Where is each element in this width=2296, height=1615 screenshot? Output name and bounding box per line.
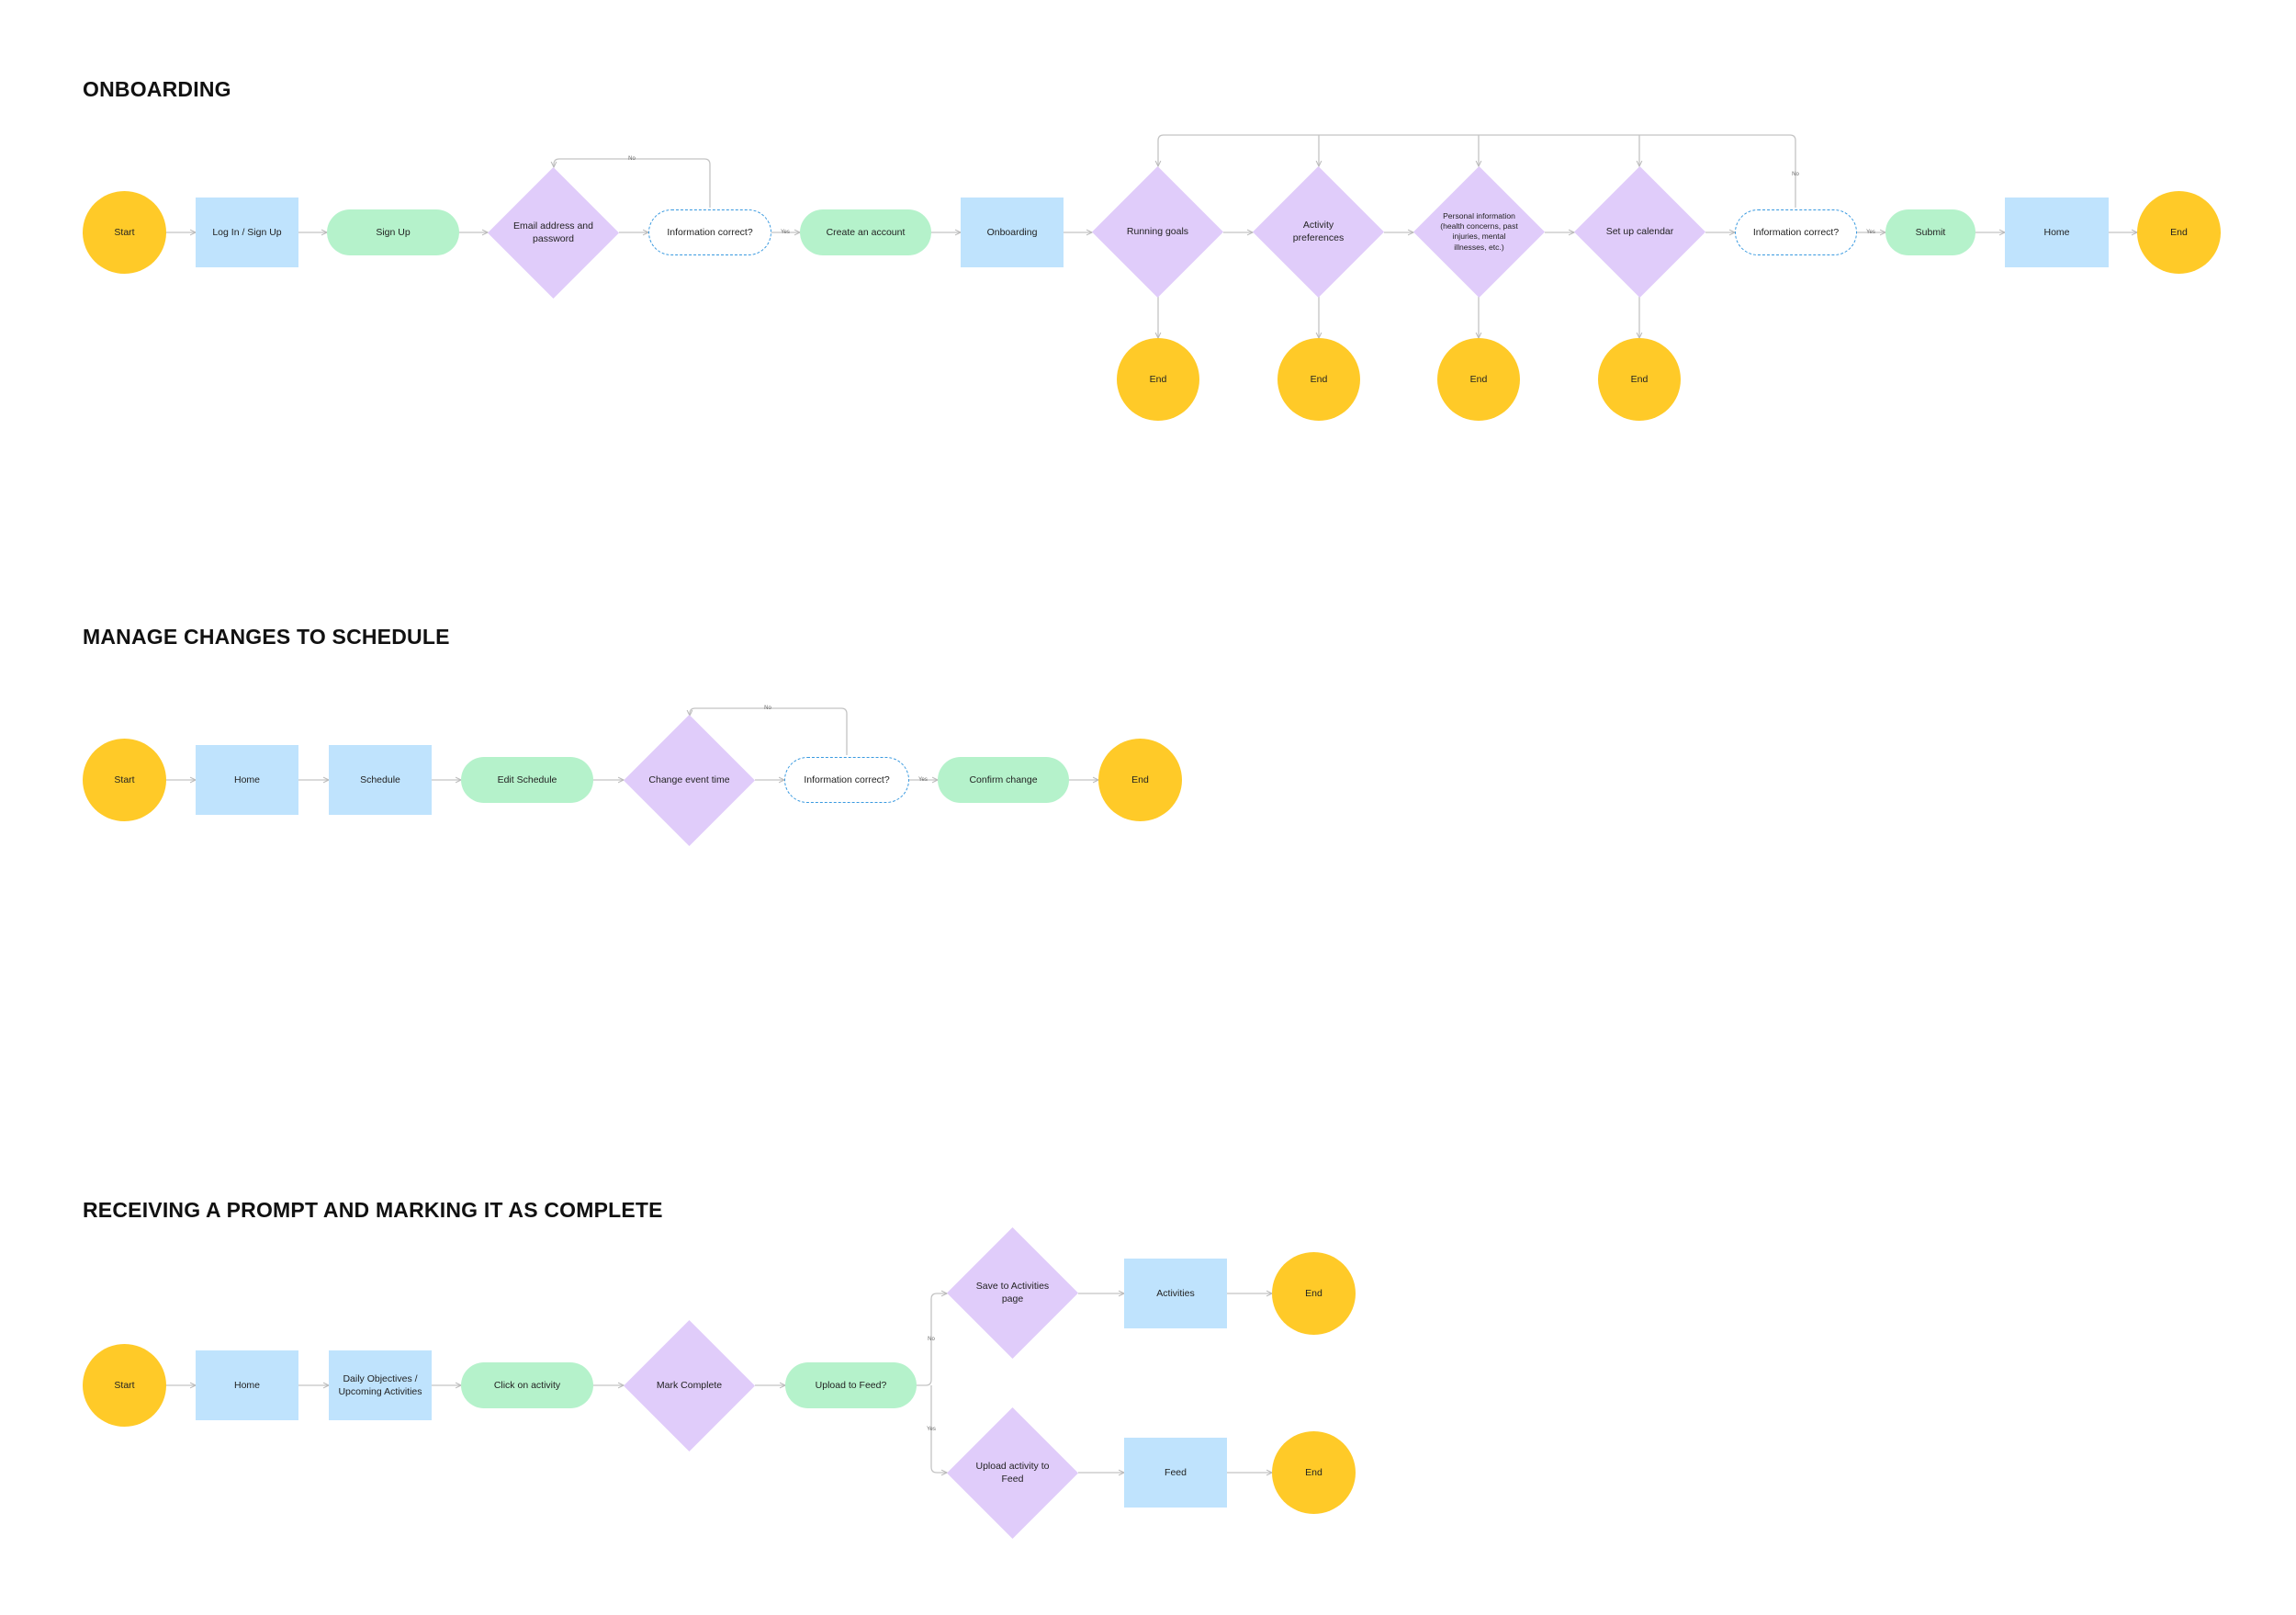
- edge-label-no-2: No: [1792, 172, 1799, 177]
- edge-label-yes: Yes: [927, 1427, 936, 1432]
- upload-activity-to-feed-decision: Upload activity to Feed: [947, 1407, 1078, 1539]
- activities-screen: Activities: [1124, 1259, 1227, 1328]
- daily-objectives-screen: Daily Objectives / Upcoming Activities: [329, 1350, 432, 1420]
- login-signup-screen: Log In / Sign Up: [196, 198, 298, 267]
- set-up-calendar-label: Set up calendar: [1605, 226, 1674, 238]
- edge-check1-no-loop: [554, 158, 711, 208]
- end-node-feed: End: [1272, 1431, 1356, 1514]
- end-node-activities: End: [1272, 1252, 1356, 1335]
- save-to-activities-decision: Save to Activities page: [947, 1227, 1078, 1359]
- activity-preferences-label: Activity preferences: [1292, 219, 1345, 244]
- home-screen: Home: [2005, 198, 2109, 267]
- activity-preferences-decision: Activity preferences: [1253, 166, 1384, 298]
- edit-schedule-action: Edit Schedule: [461, 757, 593, 803]
- personal-information-decision: Personal information (health concerns, p…: [1413, 166, 1545, 298]
- edge-check2-no-loop: [1158, 134, 1796, 208]
- change-event-time-decision: Change event time: [624, 715, 755, 846]
- personal-information-label: Personal information (health concerns, p…: [1440, 211, 1518, 252]
- mark-complete-label: Mark Complete: [656, 1380, 723, 1392]
- mark-complete-decision: Mark Complete: [624, 1320, 755, 1451]
- feed-screen: Feed: [1124, 1438, 1227, 1508]
- upload-activity-to-feed-label: Upload activity to Feed: [975, 1460, 1050, 1485]
- set-up-calendar-decision: Set up calendar: [1574, 166, 1705, 298]
- running-goals-decision: Running goals: [1092, 166, 1223, 298]
- information-correct-check: Information correct?: [784, 757, 909, 803]
- end-node: End: [2137, 191, 2221, 274]
- edge-label-no: No: [764, 706, 771, 711]
- start-node: Start: [83, 739, 166, 821]
- section-title-manage-schedule: MANAGE CHANGES TO SCHEDULE: [83, 625, 450, 649]
- home-screen: Home: [196, 745, 298, 815]
- start-node: Start: [83, 1344, 166, 1427]
- edge-s2-check-no-loop: [690, 707, 848, 755]
- edge-s3-upload-no: [917, 1293, 947, 1386]
- edge-label-no-1: No: [628, 156, 636, 162]
- schedule-screen: Schedule: [329, 745, 432, 815]
- information-correct-check-2: Information correct?: [1735, 209, 1857, 255]
- save-to-activities-label: Save to Activities page: [975, 1280, 1050, 1305]
- edge-label-yes: Yes: [918, 777, 928, 783]
- create-account-action: Create an account: [800, 209, 931, 255]
- change-event-time-label: Change event time: [648, 774, 730, 786]
- end-node-personal-information: End: [1437, 338, 1520, 421]
- running-goals-label: Running goals: [1126, 226, 1189, 238]
- email-password-decision: Email address and password: [488, 167, 619, 299]
- email-password-label: Email address and password: [513, 220, 593, 245]
- end-node-activity-preferences: End: [1277, 338, 1360, 421]
- end-node: End: [1098, 739, 1182, 821]
- edge-label-no: No: [928, 1337, 935, 1342]
- information-correct-check-1: Information correct?: [648, 209, 771, 255]
- onboarding-screen: Onboarding: [961, 198, 1064, 267]
- upload-to-feed-question: Upload to Feed?: [785, 1362, 917, 1408]
- edge-label-yes-1: Yes: [781, 230, 790, 235]
- section-title-onboarding: ONBOARDING: [83, 77, 231, 101]
- end-node-running-goals: End: [1117, 338, 1199, 421]
- end-node-set-up-calendar: End: [1598, 338, 1681, 421]
- confirm-change-action: Confirm change: [938, 757, 1069, 803]
- edge-s3-upload-yes: [930, 1385, 947, 1473]
- section-title-receiving-prompt: RECEIVING A PROMPT AND MARKING IT AS COM…: [83, 1198, 663, 1222]
- submit-action: Submit: [1885, 209, 1975, 255]
- sign-up-action: Sign Up: [327, 209, 459, 255]
- home-screen: Home: [196, 1350, 298, 1420]
- edge-label-yes-2: Yes: [1866, 230, 1875, 235]
- start-node: Start: [83, 191, 166, 274]
- click-on-activity-action: Click on activity: [461, 1362, 593, 1408]
